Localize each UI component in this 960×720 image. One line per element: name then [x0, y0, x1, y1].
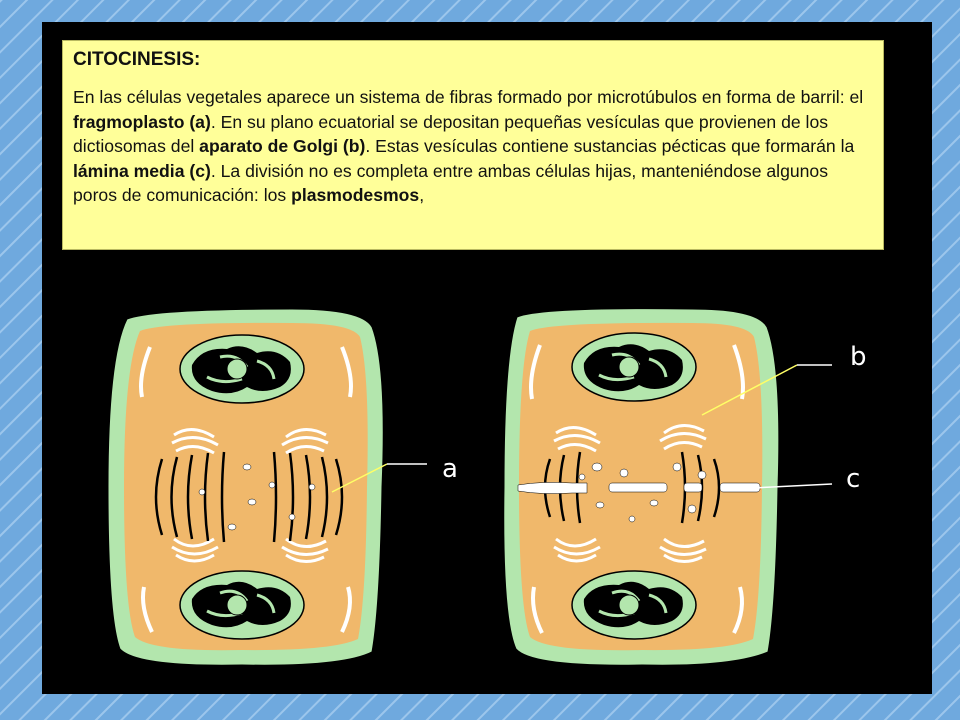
para-part: . La división no es completa entre ambas…: [73, 160, 829, 206]
left-bottom-nucleus: [179, 570, 305, 640]
term-plasmodesmos: plasmodesmos: [291, 185, 420, 205]
label-line-a: [331, 463, 388, 493]
left-top-nucleus: [179, 334, 305, 404]
right-cell: [503, 308, 833, 666]
label-a: a: [442, 454, 458, 484]
term-fragmoplasto: fragmoplasto (a): [73, 111, 211, 132]
para-part: . Estas vesículas contiene sustancias pé…: [365, 136, 855, 156]
right-vesicles: [578, 462, 707, 523]
para-part: En las células vegetales aparece un sist…: [73, 87, 864, 107]
right-side-arcs: [529, 344, 745, 634]
right-lamina-media: [517, 482, 761, 494]
term-lamina-media: lámina media (c): [73, 160, 211, 181]
left-fragmoplasto: [154, 451, 344, 543]
description-paragraph: En las células vegetales aparece un sist…: [73, 85, 873, 208]
label-b: b: [850, 342, 867, 372]
right-top-nucleus: [571, 332, 697, 402]
slide-title: CITOCINESIS:: [73, 49, 201, 70]
right-bottom-nucleus: [571, 570, 697, 640]
para-part: . En su plano ecuatorial se depositan pe…: [73, 111, 829, 157]
term-golgi: aparato de Golgi (b): [199, 136, 366, 156]
right-golgi: [553, 424, 707, 563]
slide: CITOCINESIS: En las células vegetales ap…: [42, 22, 932, 694]
left-vesicles: [198, 463, 316, 531]
label-line-c: [731, 483, 833, 490]
left-cell: [107, 308, 427, 666]
label-line-b: [701, 364, 798, 416]
para-part: ,: [419, 185, 425, 205]
left-golgi: [171, 428, 329, 563]
left-cytoplasm: [124, 322, 368, 651]
cell-diagram: a b c: [107, 308, 867, 666]
text-box: CITOCINESIS: En las células vegetales ap…: [62, 40, 884, 250]
label-c: c: [846, 464, 860, 494]
left-side-arcs: [139, 346, 353, 633]
